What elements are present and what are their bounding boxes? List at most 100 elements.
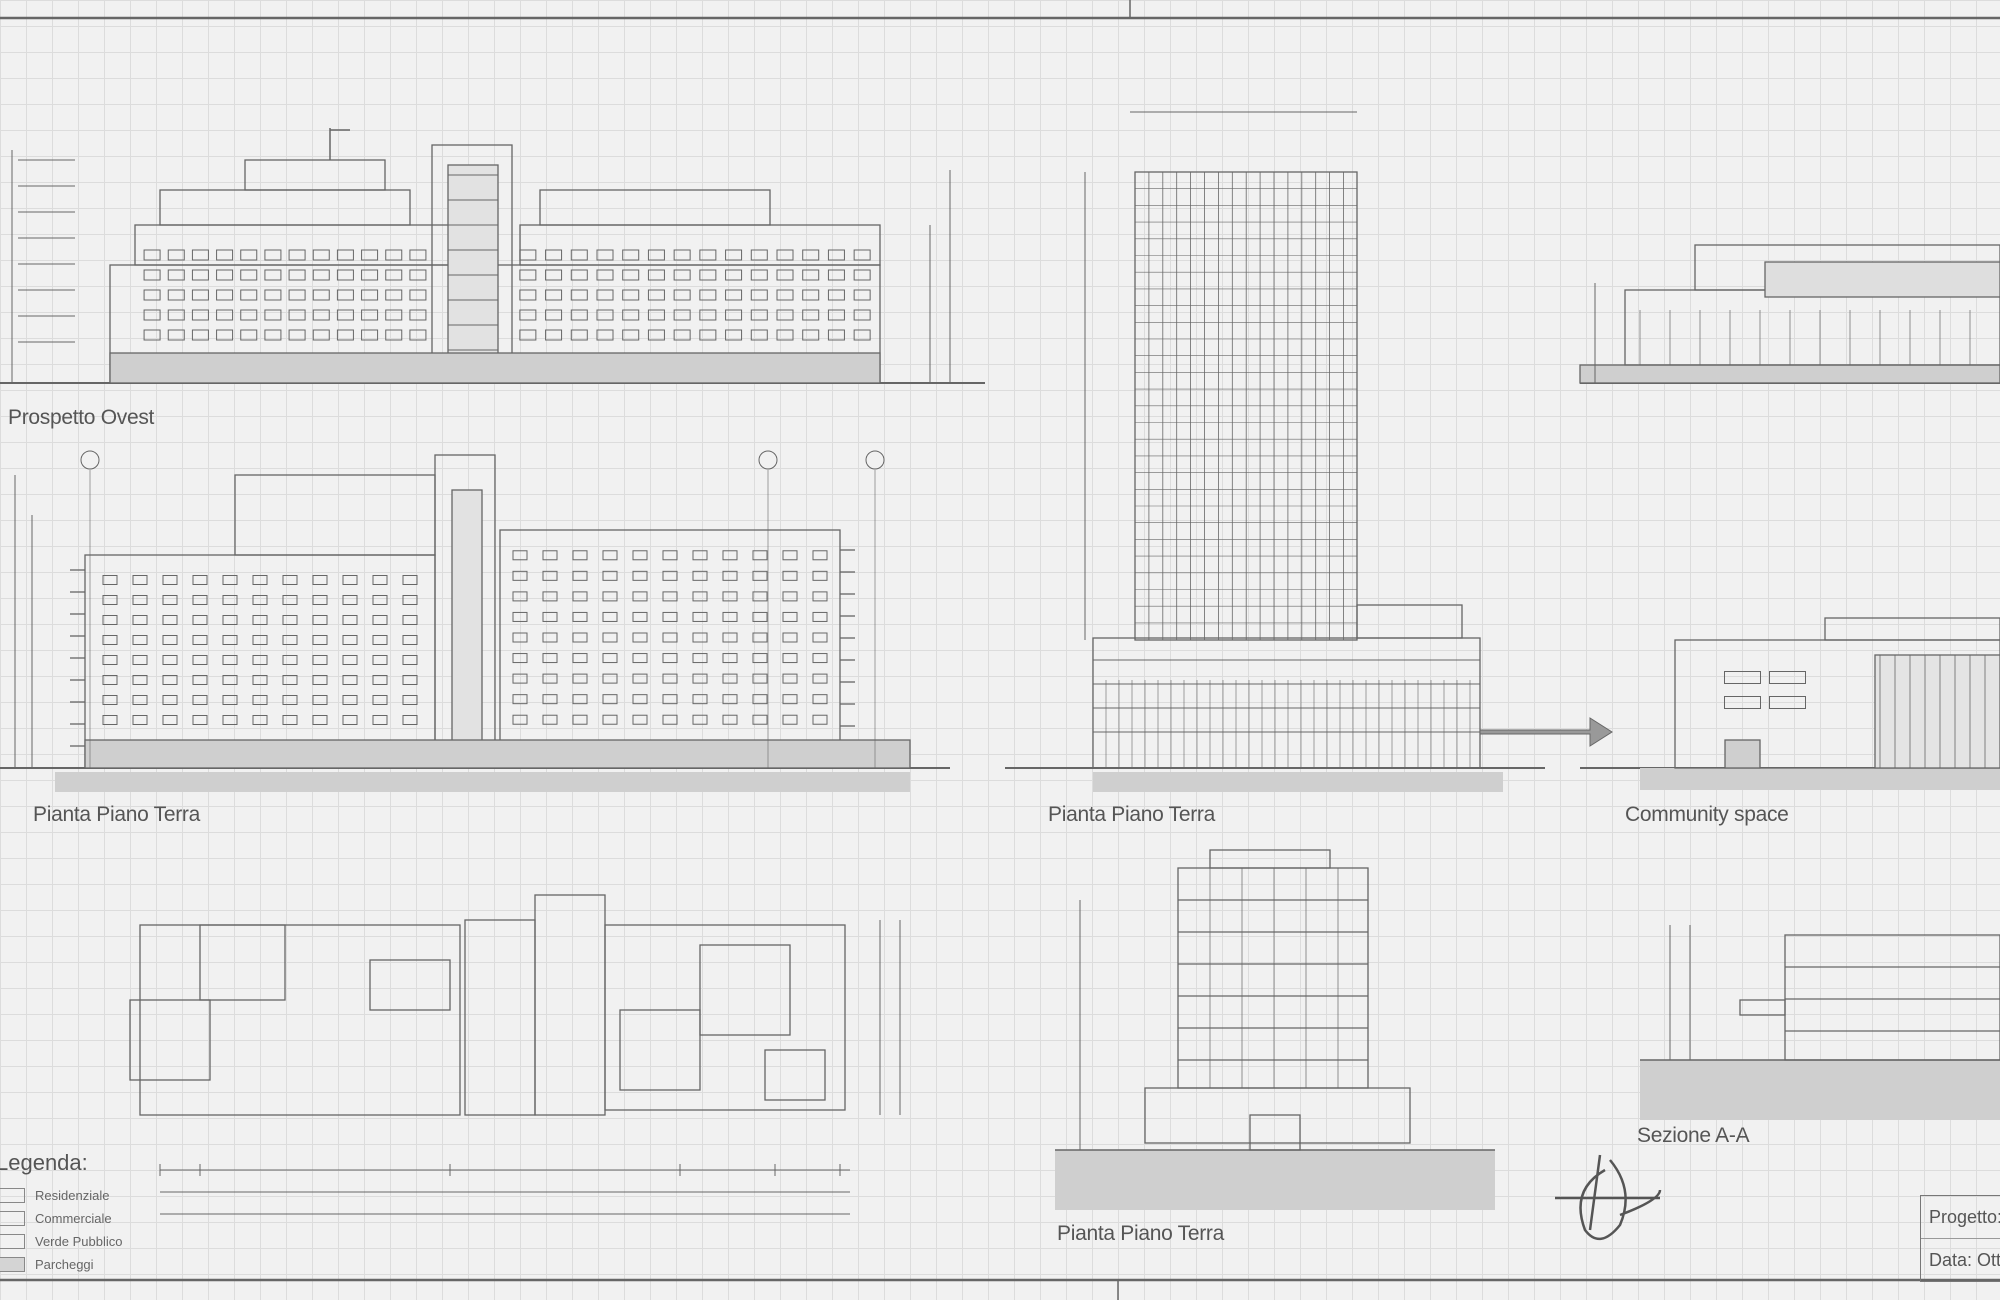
- window: [750, 309, 768, 321]
- window: [572, 570, 588, 581]
- window: [264, 269, 282, 281]
- window: [752, 550, 768, 561]
- window: [282, 615, 298, 625]
- grid-axis-marker: [865, 450, 885, 470]
- window: [782, 591, 798, 602]
- window: [812, 632, 828, 643]
- window: [602, 694, 618, 705]
- window: [827, 249, 845, 261]
- window: [216, 289, 234, 301]
- window: [372, 715, 388, 725]
- window: [570, 269, 588, 281]
- window: [342, 615, 358, 625]
- window: [692, 611, 708, 622]
- ground-shade: [55, 772, 910, 792]
- ground-shade: [1640, 768, 2000, 790]
- window: [519, 269, 537, 281]
- window: [545, 309, 563, 321]
- window: [372, 675, 388, 685]
- window: [545, 249, 563, 261]
- window: [240, 309, 258, 321]
- window: [191, 289, 209, 301]
- window: [162, 575, 178, 585]
- window: [782, 550, 798, 561]
- window: [282, 575, 298, 585]
- plan-room: [604, 924, 846, 1111]
- window: [519, 309, 537, 321]
- window: [342, 675, 358, 685]
- window: [673, 269, 691, 281]
- window: [699, 269, 717, 281]
- window: [409, 329, 427, 341]
- window: [282, 675, 298, 685]
- window: [853, 309, 871, 321]
- window: [699, 309, 717, 321]
- window: [570, 309, 588, 321]
- window: [162, 675, 178, 685]
- window: [132, 635, 148, 645]
- window: [782, 673, 798, 684]
- window: [596, 269, 614, 281]
- window: [102, 675, 118, 685]
- window: [385, 329, 403, 341]
- wall-outline: [1824, 617, 2000, 641]
- planter: [1724, 739, 1761, 769]
- window: [632, 714, 648, 725]
- window: [692, 591, 708, 602]
- legend-item: Verde Pubblico: [0, 1230, 122, 1253]
- window: [132, 615, 148, 625]
- window: [102, 615, 118, 625]
- window: [252, 575, 268, 585]
- window: [312, 329, 330, 341]
- window: [1724, 696, 1761, 709]
- window: [692, 714, 708, 725]
- window: [342, 695, 358, 705]
- window: [402, 595, 418, 605]
- window: [191, 309, 209, 321]
- window: [827, 269, 845, 281]
- window: [662, 653, 678, 664]
- window: [632, 673, 648, 684]
- window: [545, 269, 563, 281]
- window: [752, 673, 768, 684]
- window: [402, 635, 418, 645]
- window: [776, 309, 794, 321]
- window: [192, 695, 208, 705]
- podium-outline: [1092, 637, 1481, 769]
- window: [662, 632, 678, 643]
- window: [336, 289, 354, 301]
- window: [372, 655, 388, 665]
- window: [853, 269, 871, 281]
- window: [192, 635, 208, 645]
- window: [222, 715, 238, 725]
- window: [361, 329, 379, 341]
- window: [545, 289, 563, 301]
- window: [282, 655, 298, 665]
- window: [673, 309, 691, 321]
- window: [240, 249, 258, 261]
- window: [222, 695, 238, 705]
- window: [782, 611, 798, 622]
- window: [673, 289, 691, 301]
- window: [545, 329, 563, 341]
- window: [725, 269, 743, 281]
- window: [162, 715, 178, 725]
- window: [750, 249, 768, 261]
- window: [312, 269, 330, 281]
- window: [812, 673, 828, 684]
- grid-axis-marker: [80, 450, 100, 470]
- window: [143, 269, 161, 281]
- window: [192, 595, 208, 605]
- window: [312, 249, 330, 261]
- project-field: Progetto:: [1921, 1196, 2000, 1239]
- window: [752, 653, 768, 664]
- arrow-icon: [1479, 717, 1613, 747]
- window: [647, 249, 665, 261]
- window: [402, 715, 418, 725]
- window: [542, 653, 558, 664]
- window: [572, 550, 588, 561]
- window: [622, 289, 640, 301]
- plan-room: [619, 1009, 701, 1091]
- window: [752, 714, 768, 725]
